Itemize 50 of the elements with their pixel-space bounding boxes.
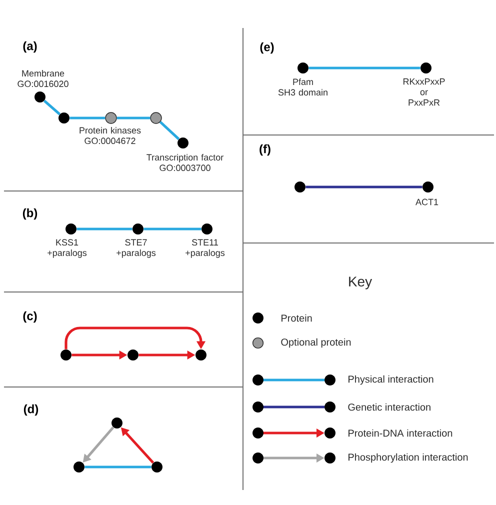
connector-line [43, 100, 61, 116]
panel-label: (c) [23, 311, 37, 323]
panel-label: (a) [23, 41, 37, 53]
dot [58, 112, 70, 124]
node-label: RKxxPxxP or PxxPxR [403, 78, 445, 106]
arrow [64, 326, 206, 350]
dot [66, 224, 76, 234]
dot [202, 224, 212, 234]
connector-line [76, 228, 132, 230]
connector-line [144, 228, 202, 230]
legend-text: Physical interaction [348, 375, 434, 385]
dot [178, 138, 188, 148]
node-label: KSS1 +paralogs [48, 239, 87, 258]
dot [105, 112, 117, 124]
dot [128, 350, 138, 360]
dot [420, 62, 432, 74]
connector-line [116, 116, 150, 120]
node-label: ACT1 [416, 198, 438, 206]
dot [294, 182, 306, 192]
panel-label: (f) [260, 144, 270, 156]
legend-text: Optional protein [281, 338, 351, 348]
node-label: STE11 +paralogs [186, 239, 225, 258]
node-label: Protein kinases GO:0004672 [80, 126, 141, 144]
heading: Key [349, 276, 372, 290]
dot [132, 224, 144, 234]
dot [34, 92, 46, 102]
connector-line [70, 116, 106, 120]
legend-text: Protein-DNA interaction [348, 429, 452, 437]
panel-label: (d) [24, 404, 38, 416]
panel-label: (e) [260, 42, 274, 54]
legend-text: Protein [282, 314, 312, 322]
legend-text: Genetic interaction [348, 403, 430, 411]
dot [150, 112, 162, 124]
connector-line [308, 66, 420, 70]
node-label: Transcription factor GO:0003700 [146, 154, 224, 172]
dot [422, 182, 434, 192]
connector-line [84, 466, 152, 468]
dot [196, 350, 206, 360]
node-label: Membrane GO:0016020 [18, 70, 68, 88]
dot [298, 62, 308, 74]
legend-text: Phosphorylation interaction [348, 453, 468, 463]
dot [74, 462, 84, 472]
dot [60, 350, 72, 360]
dot [152, 462, 162, 472]
panel-label: (b) [22, 208, 38, 220]
dot [112, 418, 122, 428]
node-label: Pfam SH3 domain [278, 78, 328, 96]
connector-line [159, 121, 180, 140]
connector-line [306, 186, 422, 188]
node-label: STE7 +paralogs [116, 239, 156, 258]
